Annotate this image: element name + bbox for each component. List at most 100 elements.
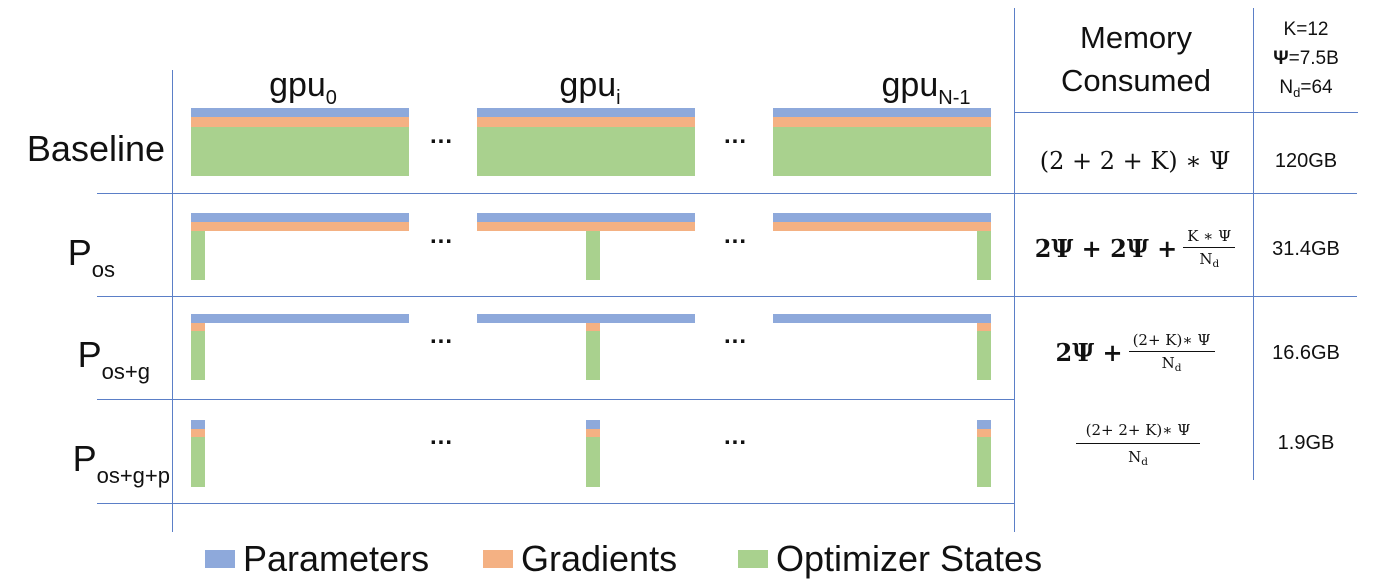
pos-gpun-params bbox=[773, 213, 991, 222]
memory-value-posg: 16.6GB bbox=[1272, 342, 1340, 364]
posgp-gpui-grads bbox=[586, 429, 600, 437]
legend-gradients: Gradients bbox=[483, 538, 677, 580]
baseline-gpui-params bbox=[477, 108, 695, 117]
row-label-pos: Pos bbox=[10, 232, 115, 283]
fraction-numerator: (2+ K)∗ Ψ bbox=[1128, 331, 1215, 352]
posgp-gpun-optim bbox=[977, 437, 991, 487]
fraction-denominator: Nd bbox=[1199, 248, 1219, 270]
row-label-sub: os+g+p bbox=[96, 463, 170, 488]
row-divider-3 bbox=[97, 399, 1014, 400]
row-divider-2 bbox=[97, 296, 1357, 297]
formula-fraction: (2+ K)∗ Ψ Nd bbox=[1128, 331, 1215, 374]
legend-optimizer-states: Optimizer States bbox=[738, 538, 1042, 580]
gpu-subscript: 0 bbox=[325, 87, 337, 109]
psi-value: =7.5B bbox=[1288, 48, 1339, 69]
legend-label: Optimizer States bbox=[776, 538, 1043, 579]
gpu-header-n-1: gpuN-1 bbox=[826, 66, 1026, 110]
constants-header: K=12 Ψ=7.5B Nd=64 bbox=[1256, 15, 1356, 107]
pos-gpui-optim bbox=[586, 231, 600, 280]
ellipsis-r4-b: ... bbox=[724, 423, 748, 450]
row-label-text: Baseline bbox=[26, 128, 165, 169]
posg-gpui-params bbox=[477, 314, 695, 323]
posgp-gpui-params bbox=[586, 420, 600, 429]
posg-gpui-optim bbox=[586, 331, 600, 380]
den-sub: d bbox=[1141, 455, 1148, 468]
gpu-header-0: gpu0 bbox=[218, 66, 388, 110]
fraction-denominator: Nd bbox=[1128, 444, 1148, 468]
row-label-text: P bbox=[77, 334, 102, 375]
posg-gpu0-params bbox=[191, 314, 409, 323]
baseline-gpu0-params bbox=[191, 108, 409, 117]
legend-label: Gradients bbox=[521, 538, 678, 579]
legend-swatch-optimizer bbox=[738, 550, 768, 568]
ellipsis-r3-b: ... bbox=[724, 322, 748, 349]
posgp-gpui-optim bbox=[586, 437, 600, 487]
pos-gpu0-params bbox=[191, 213, 409, 222]
gpu-label: gpu bbox=[269, 66, 326, 104]
nd-base: N bbox=[1279, 77, 1294, 98]
baseline-gpun-grads bbox=[773, 117, 991, 127]
psi-symbol: Ψ bbox=[1273, 48, 1289, 69]
memory-value-pos: 31.4GB bbox=[1272, 238, 1340, 260]
k-constant: K=12 bbox=[1283, 19, 1329, 40]
ellipsis-r1-b: ... bbox=[724, 122, 748, 149]
gpu-label: gpu bbox=[881, 66, 939, 104]
formula-fraction: K ∗ Ψ Nd bbox=[1183, 227, 1236, 270]
row-label-text: P bbox=[72, 438, 97, 479]
memory-value-baseline: 120GB bbox=[1274, 150, 1338, 172]
row-label-sub: os+g bbox=[101, 359, 150, 384]
formula-pos: 2Ψ + 2Ψ + K ∗ Ψ Nd bbox=[1016, 216, 1254, 280]
fraction-denominator: Nd bbox=[1162, 352, 1182, 374]
ellipsis-r3-a: ... bbox=[430, 322, 454, 349]
posgp-gpun-params bbox=[977, 420, 991, 429]
pos-gpui-grads bbox=[477, 222, 695, 231]
posgp-gpu0-grads bbox=[191, 429, 205, 437]
posg-gpun-optim bbox=[977, 331, 991, 380]
row-label-text: P bbox=[67, 232, 92, 273]
pos-gpui-params bbox=[477, 213, 695, 222]
baseline-gpun-params bbox=[773, 108, 991, 117]
nd-value: =64 bbox=[1300, 77, 1333, 98]
baseline-gpun-optim bbox=[773, 127, 991, 176]
legend-swatch-parameters bbox=[205, 550, 235, 568]
formula-text: (2 + 2 + K) ∗ Ψ bbox=[1039, 147, 1231, 175]
pos-gpun-grads bbox=[773, 222, 991, 231]
left-divider bbox=[172, 70, 173, 532]
memory-bars bbox=[191, 108, 991, 487]
gpu-subscript: N-1 bbox=[938, 87, 971, 109]
fraction-numerator: (2+ 2+ K)∗ Ψ bbox=[1075, 421, 1201, 444]
posg-gpun-grads bbox=[977, 323, 991, 331]
formula-posgp: (2+ 2+ K)∗ Ψ Nd bbox=[1016, 412, 1254, 476]
baseline-gpui-grads bbox=[477, 117, 695, 127]
gpu-subscript: i bbox=[616, 87, 621, 109]
legend-swatch-gradients bbox=[483, 550, 513, 568]
posg-gpu0-grads bbox=[191, 323, 205, 331]
memory-value-posgp: 1.9GB bbox=[1277, 432, 1335, 454]
row-divider-bottom bbox=[97, 503, 1014, 504]
posgp-gpun-grads bbox=[977, 429, 991, 437]
nd-sub: d bbox=[1293, 85, 1301, 100]
ellipsis-r4-a: ... bbox=[430, 423, 454, 450]
posg-gpun-params bbox=[773, 314, 991, 323]
pos-gpun-optim bbox=[977, 231, 991, 280]
fraction-numerator: K ∗ Ψ bbox=[1183, 227, 1236, 248]
den-base: N bbox=[1199, 249, 1213, 268]
posg-gpu0-optim bbox=[191, 331, 205, 380]
den-base: N bbox=[1161, 353, 1175, 372]
memory-header-line1: Memory bbox=[1080, 20, 1192, 55]
den-sub: d bbox=[1174, 361, 1182, 374]
den-base: N bbox=[1128, 447, 1142, 466]
gpu-header-i: gpui bbox=[505, 66, 675, 110]
row-divider-1 bbox=[97, 193, 1357, 194]
memory-consumed-header: Memory Consumed bbox=[1018, 16, 1254, 102]
formula-prefix: 2Ψ + bbox=[1055, 337, 1123, 367]
formula-fraction: (2+ 2+ K)∗ Ψ Nd bbox=[1075, 421, 1201, 468]
den-sub: d bbox=[1212, 257, 1220, 270]
posgp-gpu0-optim bbox=[191, 437, 205, 487]
pos-gpu0-optim bbox=[191, 231, 205, 280]
ellipsis-r2-a: ... bbox=[430, 222, 454, 249]
ellipsis-r1-a: ... bbox=[430, 122, 454, 149]
pos-gpu0-grads bbox=[191, 222, 409, 231]
formula-prefix: 2Ψ + 2Ψ + bbox=[1034, 233, 1178, 263]
row-label-posgp: Pos+g+p bbox=[10, 438, 170, 489]
